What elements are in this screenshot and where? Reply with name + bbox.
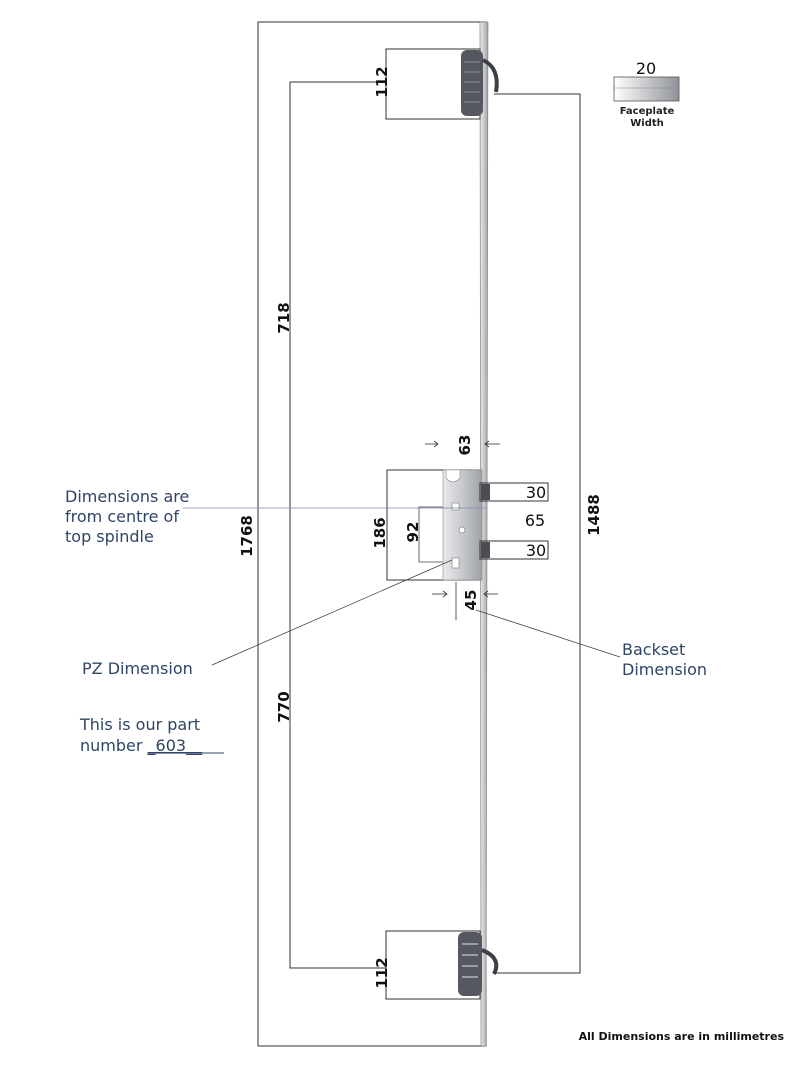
faceplate-width-label-2: Width bbox=[630, 118, 664, 129]
backset-leader bbox=[475, 609, 621, 658]
dim-latch-upper: 30 bbox=[526, 483, 546, 502]
latch-lower bbox=[481, 542, 490, 558]
part-number: _603__ bbox=[147, 736, 204, 756]
part-note-2: number _603__ bbox=[80, 736, 203, 756]
latch-upper bbox=[481, 484, 490, 500]
bottom-hook-claw bbox=[481, 948, 499, 975]
dim-bottom-hook: 112 bbox=[373, 957, 391, 988]
bracket-718-770 bbox=[289, 81, 386, 969]
spindle-hole-top bbox=[451, 502, 460, 511]
faceplate-width-label-1: Faceplate bbox=[620, 106, 675, 117]
part-note-1: This is our part bbox=[79, 715, 200, 734]
backset-label-1: Backset bbox=[622, 640, 685, 659]
dim-top-hook: 112 bbox=[373, 66, 391, 97]
pz-label: PZ Dimension bbox=[82, 659, 193, 678]
pz-bracket bbox=[418, 506, 460, 563]
pz-leader bbox=[211, 559, 453, 666]
gearbox-notch bbox=[445, 469, 461, 483]
offset-arrows-63 bbox=[425, 440, 500, 448]
latch-upper-box bbox=[479, 482, 549, 502]
backset-arrows-45 bbox=[432, 582, 498, 620]
dim-718: 718 bbox=[275, 302, 293, 333]
dim-45: 45 bbox=[462, 590, 480, 611]
dim-1488: 1488 bbox=[585, 494, 603, 536]
units-footer: All Dimensions are in millimetres bbox=[579, 1030, 785, 1043]
centre-note-2: from centre of bbox=[65, 507, 179, 526]
dim-63: 63 bbox=[456, 435, 474, 456]
dim-1768: 1768 bbox=[238, 515, 256, 557]
dim-770: 770 bbox=[275, 691, 293, 722]
backset-label-2: Dimension bbox=[622, 660, 707, 679]
spindle-hole-bottom bbox=[451, 557, 460, 569]
faceplate-bar bbox=[479, 21, 489, 1047]
dim-latch-lower: 30 bbox=[526, 541, 546, 560]
centre-note-1: Dimensions are bbox=[65, 487, 189, 506]
dim-92: 92 bbox=[404, 522, 422, 543]
top-hook-claw bbox=[482, 58, 499, 93]
screw-hole bbox=[458, 526, 466, 534]
bracket-1488 bbox=[494, 93, 581, 974]
centre-note-3: top spindle bbox=[65, 527, 154, 546]
faceplate-width-value: 20 bbox=[636, 59, 656, 78]
part-note-prefix: number bbox=[80, 736, 148, 755]
latch-lower-box bbox=[479, 540, 549, 560]
top-hook-bolt bbox=[461, 50, 483, 116]
dim-186: 186 bbox=[371, 517, 389, 548]
faceplate-width-swatch bbox=[613, 76, 680, 102]
gearbox-plate bbox=[442, 469, 483, 581]
bottom-hook-bolt bbox=[458, 932, 482, 996]
dim-latch-gap: 65 bbox=[525, 511, 545, 530]
